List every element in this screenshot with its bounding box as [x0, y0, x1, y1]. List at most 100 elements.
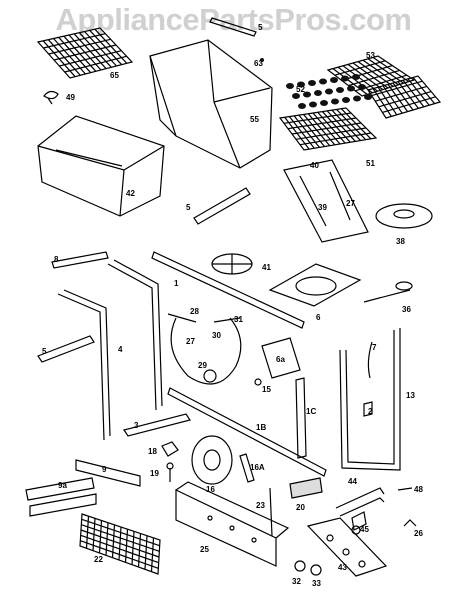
callout-31: 31	[234, 315, 243, 324]
callout-23: 23	[256, 501, 265, 510]
briquette	[325, 88, 333, 95]
basket-wire	[81, 524, 160, 552]
briquette	[331, 98, 339, 105]
part-warming-rack	[36, 27, 134, 79]
grate-wire	[372, 88, 392, 117]
part-control-panel-lower	[306, 517, 388, 577]
grate-wire	[377, 86, 398, 116]
callout-2: 2	[368, 407, 373, 416]
grate-wire	[362, 59, 399, 86]
grate-wire	[392, 82, 414, 111]
grate-wire	[387, 84, 409, 112]
part-storage-basket	[79, 513, 161, 575]
part-firebox	[37, 115, 165, 217]
briquette	[330, 77, 338, 83]
callout-1c: 1C	[306, 407, 316, 416]
grate-wire	[382, 96, 436, 113]
briquette	[319, 78, 327, 85]
briquette	[314, 90, 322, 96]
callout-36: 36	[402, 305, 411, 314]
grate-wire	[375, 85, 427, 102]
callout-49: 49	[66, 93, 75, 102]
callout-38: 38	[396, 237, 405, 246]
callout-9a: 9a	[58, 481, 67, 490]
part-right-leg-frame	[339, 328, 401, 471]
part-control-knob-bracket	[335, 487, 385, 531]
briquette	[342, 97, 350, 103]
callout-45: 45	[360, 525, 369, 534]
part-front-shelf-bar	[51, 251, 109, 269]
callout-4: 4	[118, 345, 123, 354]
part-wire	[367, 341, 373, 379]
callout-28: 28	[190, 307, 199, 316]
part-shelf-slat	[75, 459, 141, 487]
callout-44: 44	[348, 477, 357, 486]
grate-wire	[382, 85, 403, 114]
callout-1b: 1B	[256, 423, 266, 432]
callout-33: 33	[312, 579, 321, 588]
part-bottom-plate	[268, 263, 362, 307]
part-screw-48	[397, 487, 413, 491]
briquette	[336, 87, 344, 93]
grate-wire	[371, 80, 423, 97]
briquette	[352, 74, 360, 80]
callout-1: 1	[174, 279, 179, 288]
part-igniter-rod	[363, 281, 413, 303]
part-briquettes	[286, 74, 372, 109]
grate-wire	[347, 63, 384, 91]
grate-wire	[412, 77, 436, 104]
part-knob-45	[351, 525, 361, 535]
part-screw	[260, 58, 264, 62]
callout-15: 15	[262, 385, 271, 394]
callout-63: 63	[254, 59, 263, 68]
part-knob	[254, 378, 262, 386]
rock-grate-wire	[291, 122, 362, 135]
callout-19: 19	[150, 469, 159, 478]
part-front-panel	[175, 481, 290, 567]
part-left-leg-frame	[57, 259, 163, 441]
callout-6a: 6a	[276, 355, 285, 364]
briquette	[309, 101, 317, 108]
part-wheel	[191, 435, 233, 485]
callout-26: 26	[414, 529, 423, 538]
watermark: AppliancePartsPros.com	[55, 2, 412, 37]
part-control-box	[261, 337, 301, 379]
part-shelf-slat-a	[25, 477, 97, 517]
callout-8: 8	[54, 255, 59, 264]
part-spring	[403, 519, 417, 527]
rack-wire	[59, 50, 122, 67]
part-label-plate	[289, 477, 323, 499]
grate-wire	[407, 78, 430, 106]
grate-wire	[372, 56, 410, 83]
callout-40: 40	[310, 161, 319, 170]
callout-53: 53	[366, 51, 375, 60]
callout-55: 55	[250, 115, 259, 124]
callout-16: 16	[206, 485, 215, 494]
part-side-bar	[193, 187, 251, 225]
part-axle-cap	[161, 441, 179, 457]
part-lower-shelf-bar	[123, 413, 191, 437]
briquette	[308, 80, 316, 86]
part-burner	[211, 253, 253, 275]
callout-42: 42	[126, 189, 135, 198]
grate-wire	[342, 65, 378, 92]
rock-grate-wire	[299, 132, 372, 146]
briquette	[353, 95, 361, 102]
briquette	[286, 83, 294, 89]
basket-wire	[80, 540, 159, 569]
callout-41: 41	[262, 263, 271, 272]
part-drip-bowl	[375, 203, 433, 229]
callout-32: 32	[292, 577, 301, 586]
callout-16a: 16A	[250, 463, 265, 472]
part-clip	[43, 90, 59, 105]
part-hood	[149, 39, 273, 169]
briquette	[341, 75, 349, 82]
callout-43: 43	[338, 563, 347, 572]
part-bottom-rail	[167, 387, 327, 477]
briquette	[347, 85, 355, 92]
rack-wire	[43, 33, 106, 49]
callout-30: 30	[212, 331, 221, 340]
part-leg-post	[295, 377, 307, 459]
